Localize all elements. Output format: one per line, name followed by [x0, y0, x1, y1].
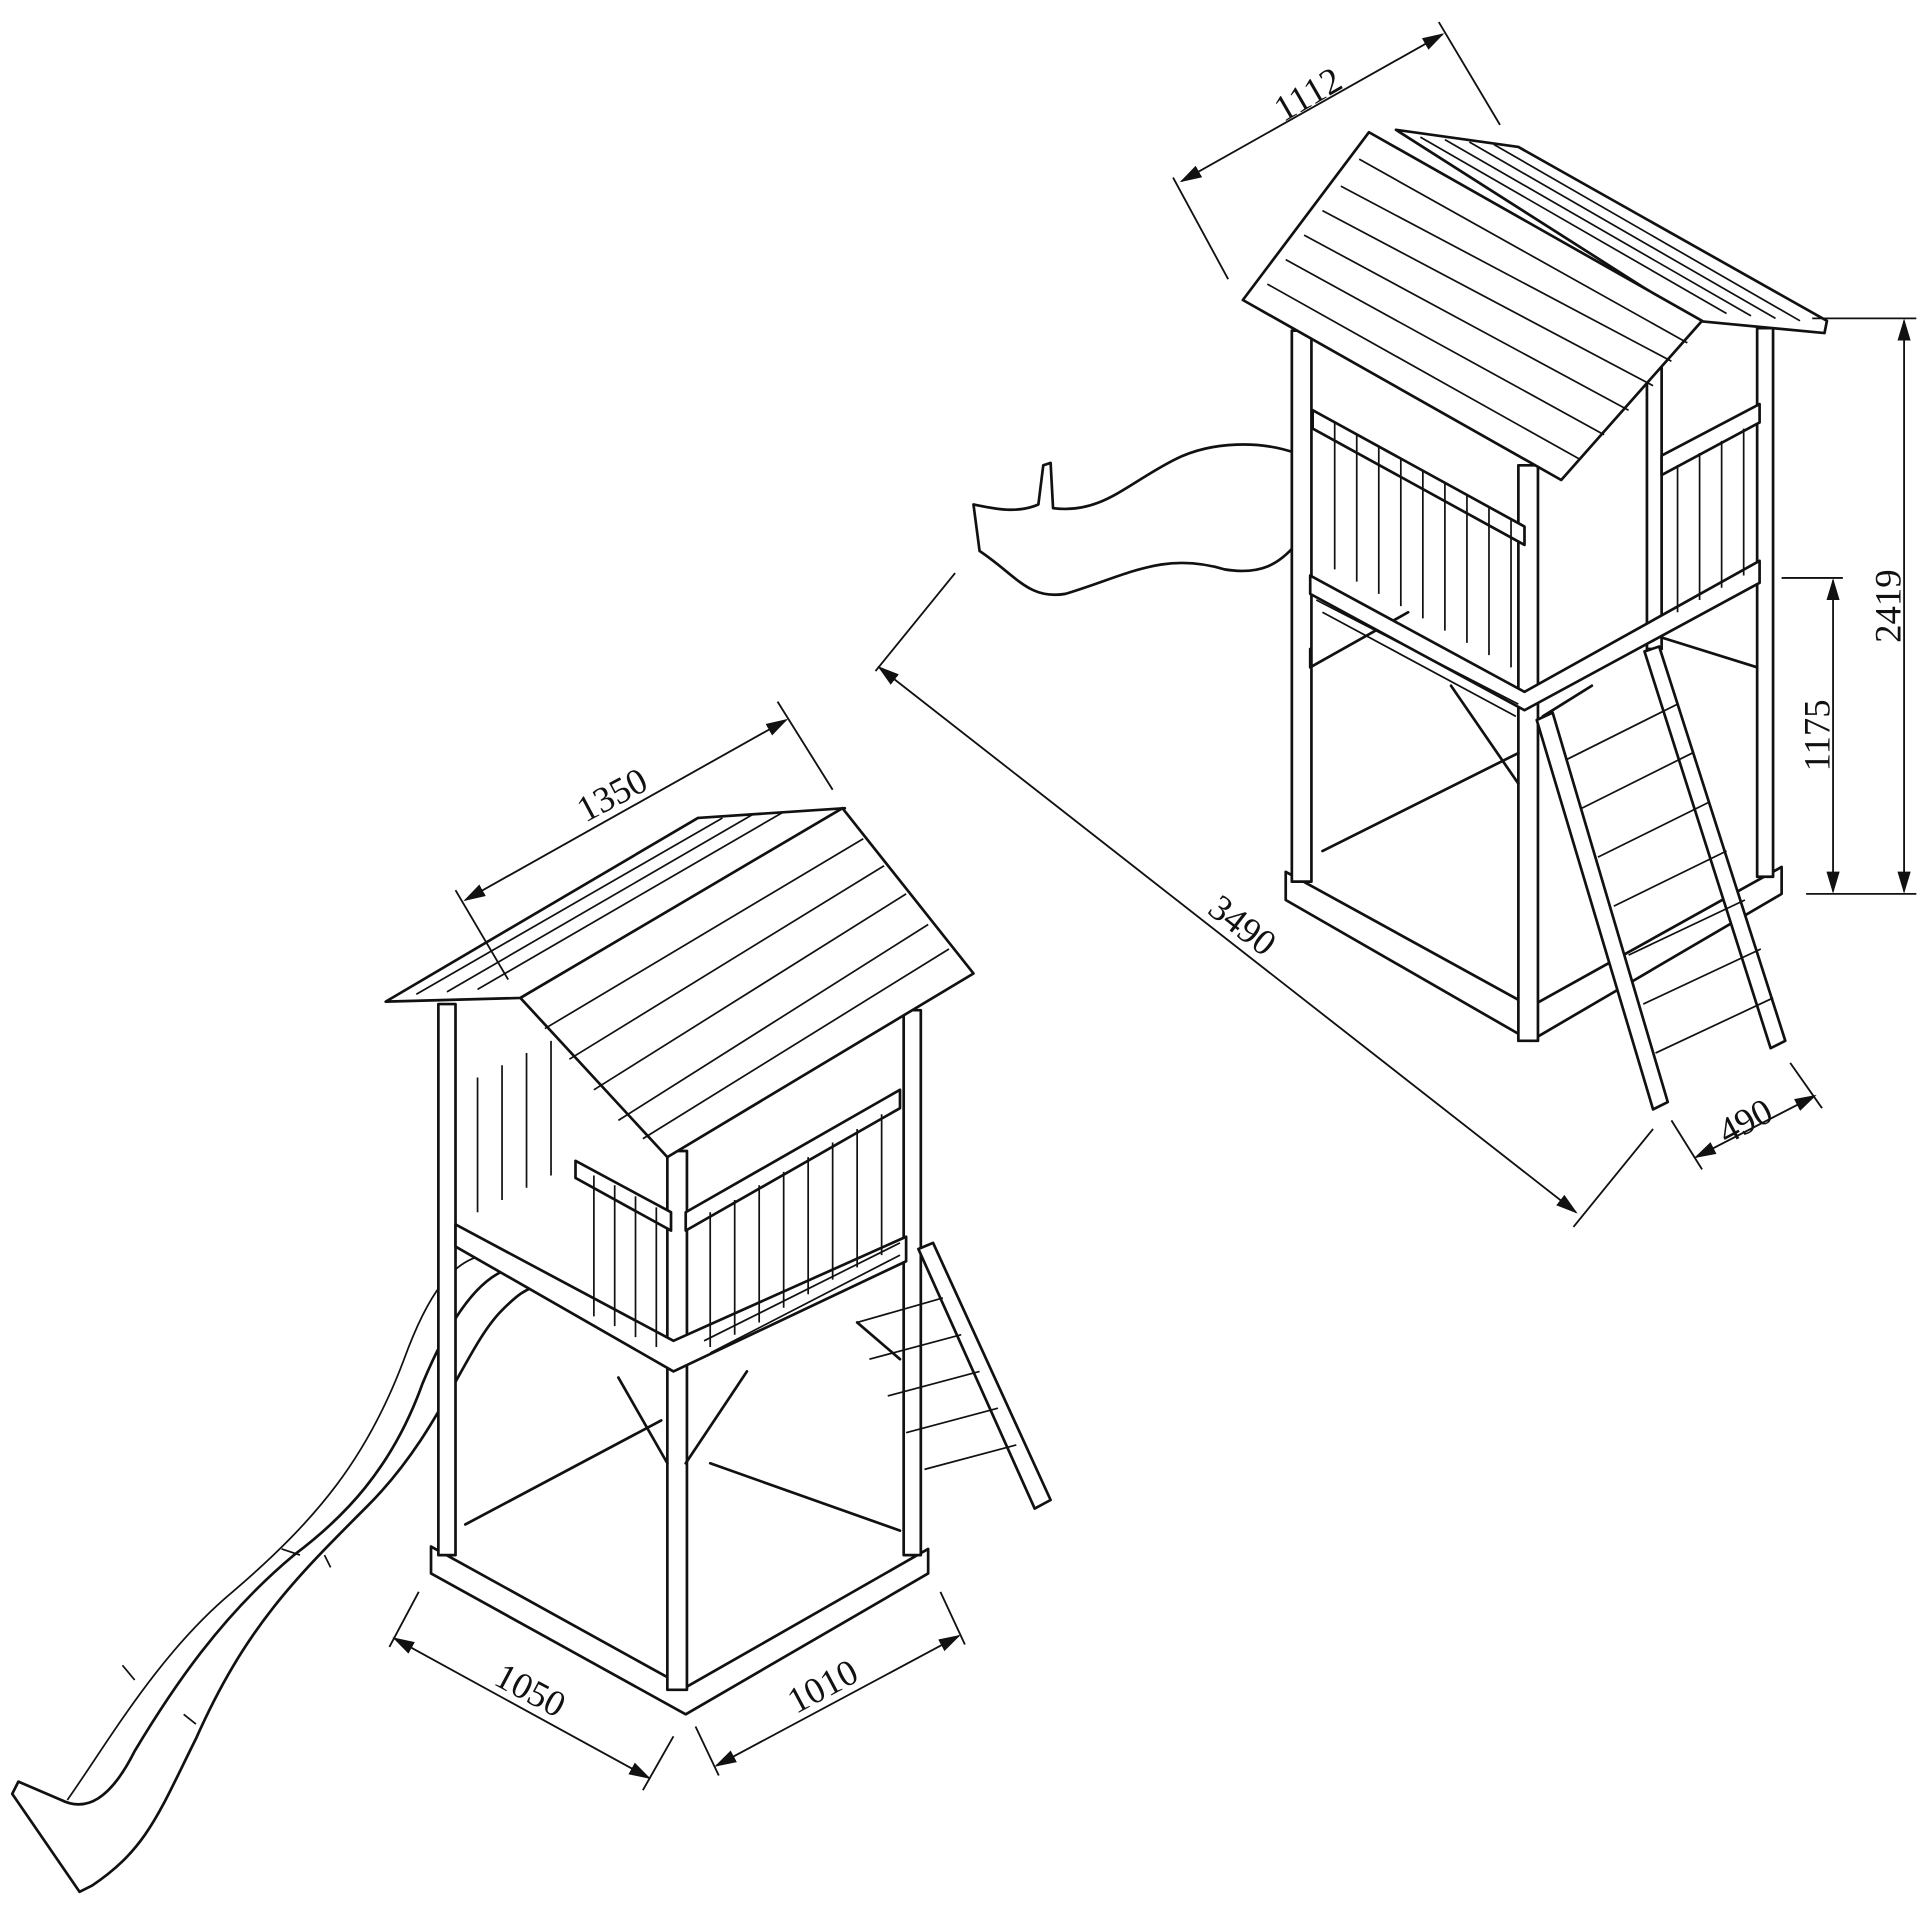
tower-rear-view	[972, 128, 1829, 1111]
ladder-rear	[1535, 645, 1787, 1111]
braces-front	[463, 1321, 902, 1532]
slide-rear	[972, 443, 1297, 597]
roof-rear	[1241, 128, 1829, 482]
dim-label-1350: 1350	[570, 759, 654, 830]
dim-label-1112: 1112	[1267, 59, 1349, 130]
dim-label-1175: 1175	[1796, 699, 1837, 771]
dimension-1175: 1175	[1781, 577, 1843, 894]
dim-label-490: 490	[1711, 1090, 1779, 1152]
railing-rear	[1311, 402, 1761, 718]
tower-front-view	[10, 806, 1052, 1894]
posts-front	[437, 1002, 923, 1692]
dim-label-1050: 1050	[488, 1655, 572, 1726]
railing-front	[476, 1040, 902, 1354]
dim-label-1010: 1010	[780, 1651, 864, 1722]
dimension-2419: 2419	[1806, 317, 1917, 895]
ladder-front	[856, 1241, 1052, 1510]
dim-label-2419: 2419	[1867, 569, 1908, 642]
dimension-490: 490	[1670, 1062, 1823, 1170]
